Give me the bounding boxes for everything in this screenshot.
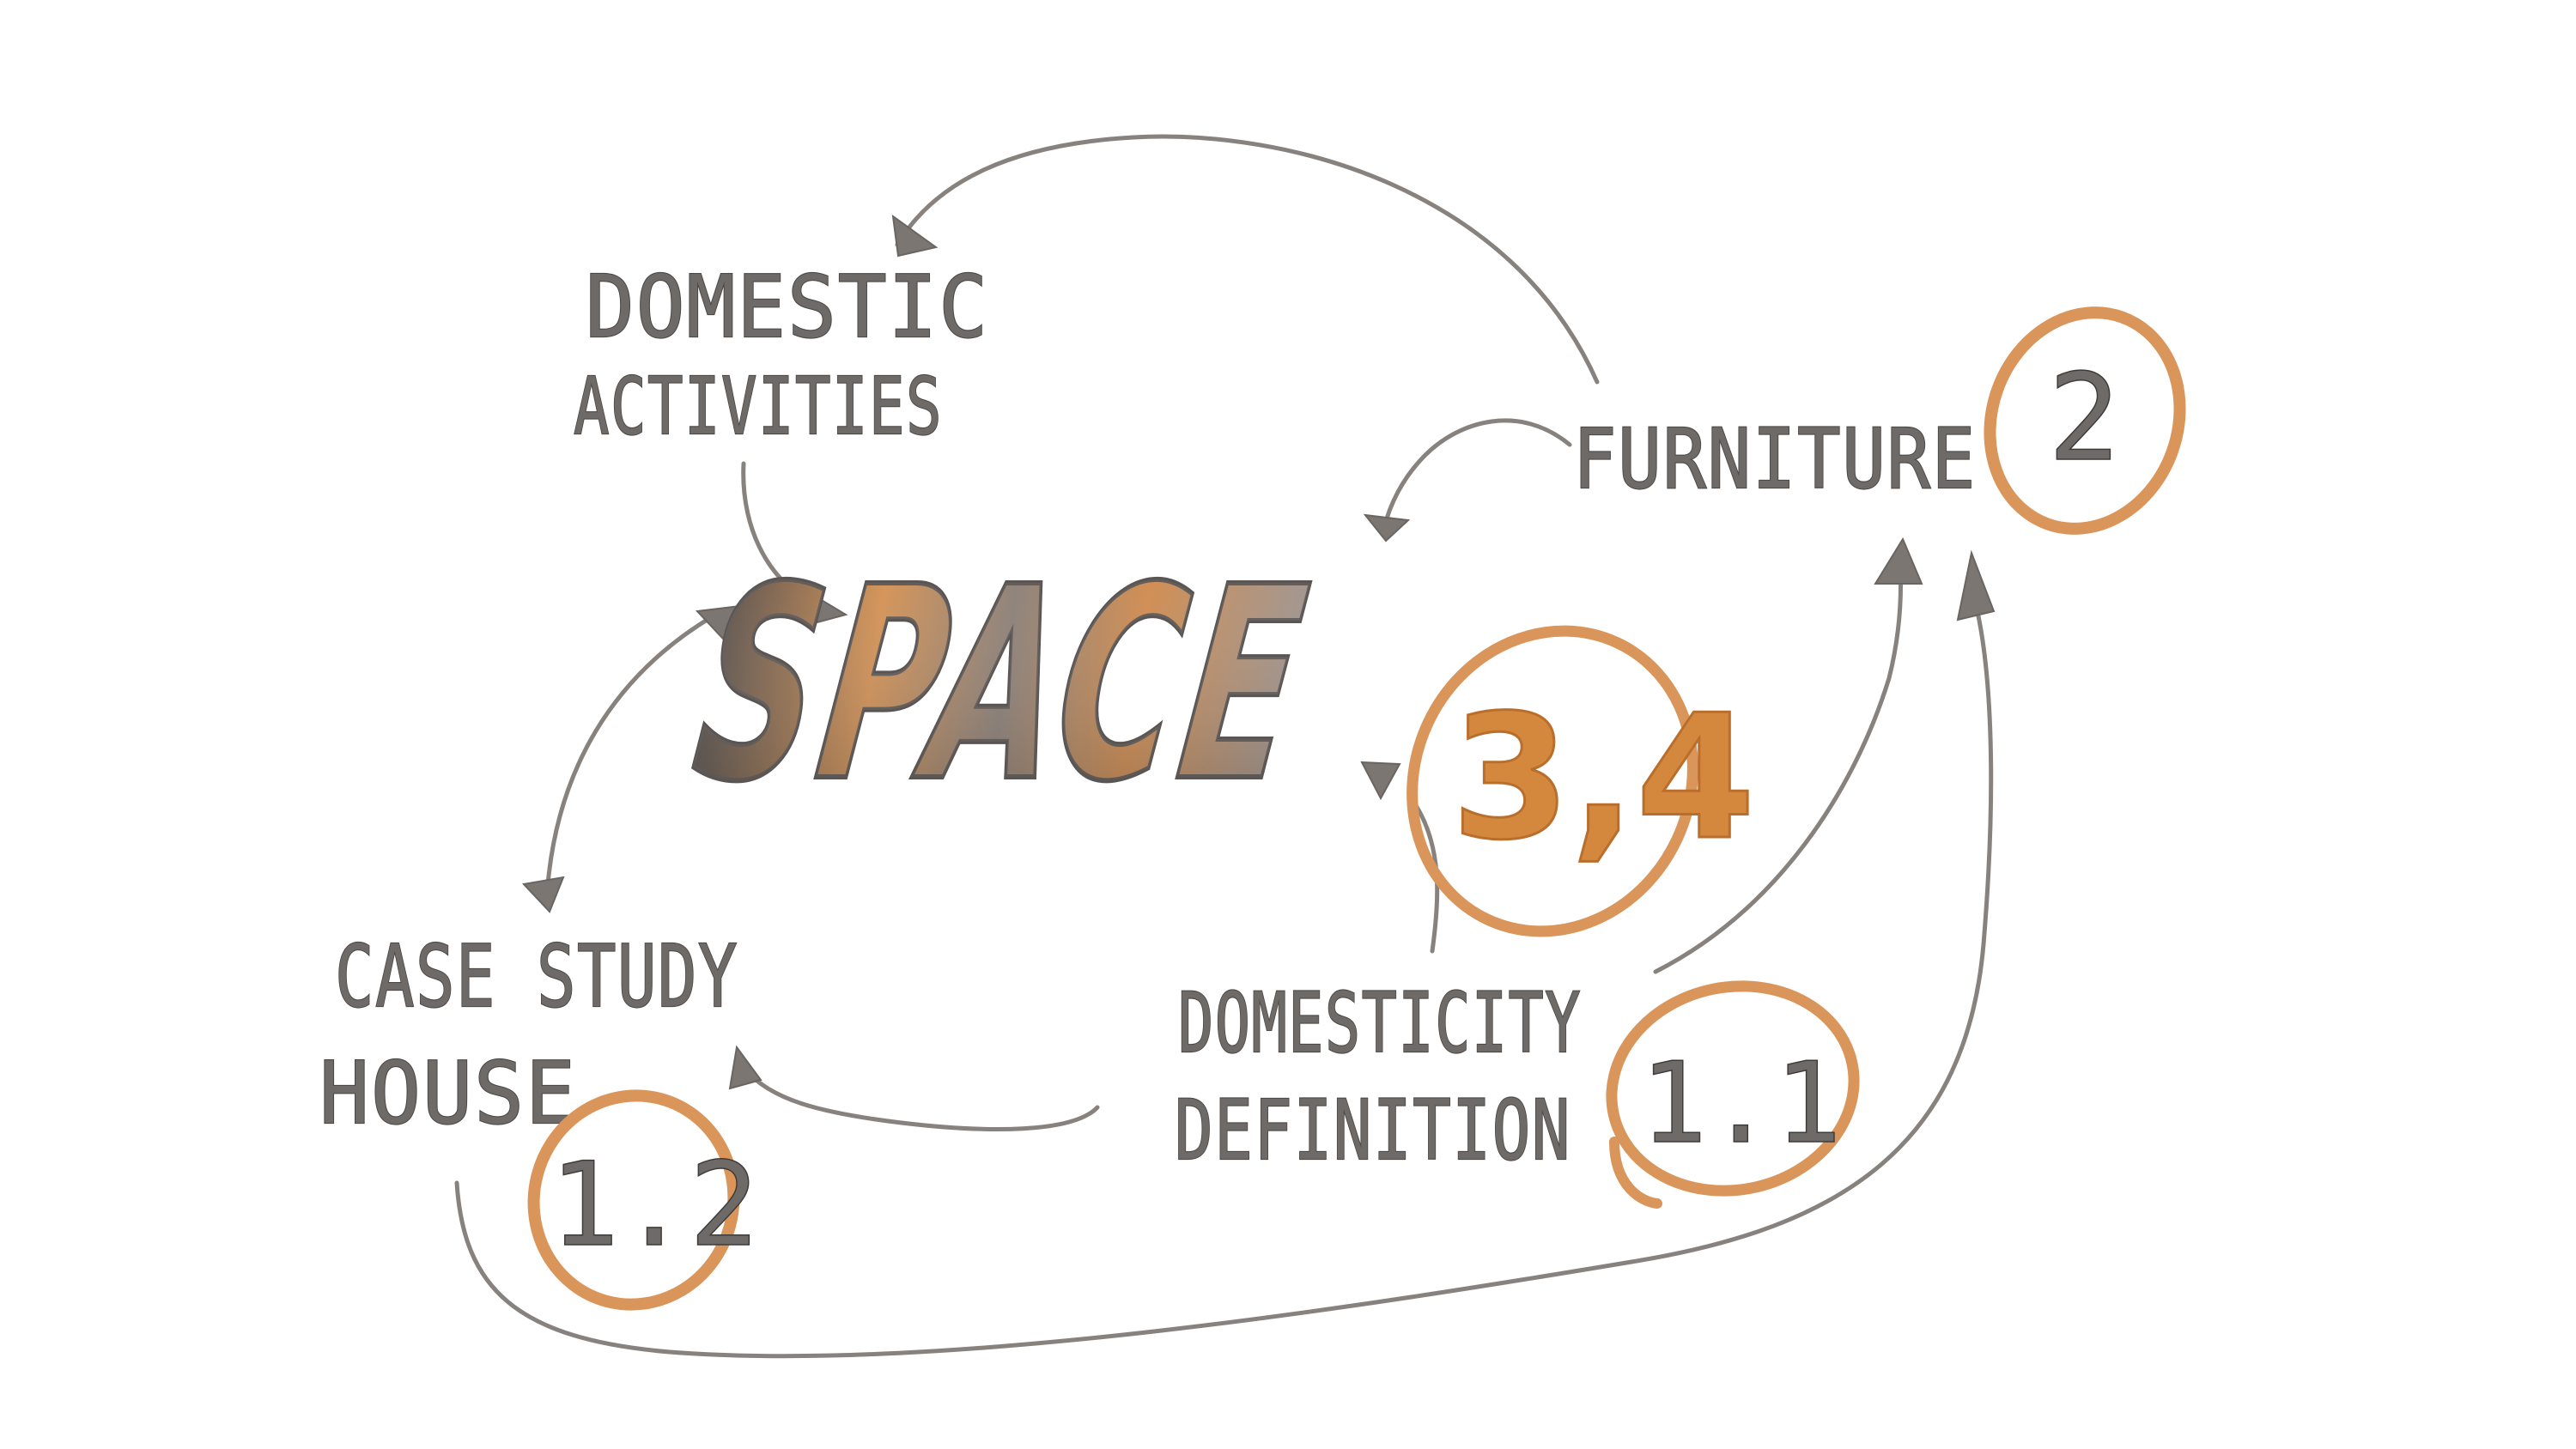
- arrowhead-icon: [810, 592, 848, 625]
- arrowhead-icon: [728, 1045, 762, 1090]
- arrow-furniture-to-space: [1382, 418, 1572, 530]
- badge-space: 3,4: [1406, 625, 1757, 937]
- node-label-line1: DOMESTIC: [586, 257, 989, 357]
- arrow-domesticity-definition-to-furniture: [1653, 547, 1904, 974]
- arrows-layer: [454, 134, 1996, 1359]
- badge-number: 3,4: [1451, 678, 1755, 878]
- node-label-line2: DEFINITION: [1175, 1082, 1571, 1179]
- arrow-domestic-activities-to-space: [741, 461, 834, 614]
- arrow-case-study-house-to-furniture: [454, 598, 1994, 1359]
- arrowhead-icon: [1956, 549, 1996, 621]
- node-space: SPACE SPACE: [677, 528, 1327, 842]
- node-label-line2: HOUSE: [319, 1043, 577, 1143]
- badge-ring: [1406, 625, 1698, 937]
- badge-ring: [1984, 306, 2186, 535]
- node-domesticity-definition: DOMESTICITY DEFINITION 1.1: [1174, 974, 1860, 1209]
- arrow-furniture-to-domestic-activities: [895, 134, 1600, 385]
- badge-number: 1.1: [1640, 1038, 1842, 1168]
- arrowhead-icon: [1360, 761, 1401, 801]
- badge-ring: [527, 1089, 740, 1311]
- node-label-line2: ACTIVITIES: [574, 361, 943, 452]
- arrowhead-icon: [1363, 513, 1411, 543]
- center-label: SPACE: [680, 530, 1325, 840]
- center-label-shade: SPACE: [680, 530, 1325, 840]
- node-label-line1: CASE STUDY: [335, 926, 738, 1027]
- arrowhead-icon: [695, 604, 742, 640]
- node-case-study-house: CASE STUDY HOUSE 1.2: [319, 925, 760, 1311]
- arrowhead-icon: [891, 214, 939, 258]
- badge-ring-tail: [1609, 1137, 1662, 1209]
- badge-ring: [1606, 980, 1860, 1197]
- node-label-line1: DOMESTICITY: [1178, 975, 1582, 1071]
- arrowhead-icon: [1874, 537, 1923, 585]
- badge-number: 2: [2048, 349, 2120, 488]
- badge-number: 1.2: [550, 1137, 759, 1272]
- arrow-case-study-house-to-space: [545, 614, 715, 887]
- arrowhead-icon: [522, 876, 565, 913]
- node-furniture: FURNITURE 2: [1572, 306, 2186, 535]
- node-domestic-activities: DOMESTIC ACTIVITIES: [573, 256, 989, 453]
- arrow-domesticity-definition-to-case-study-house: [746, 1070, 1100, 1131]
- node-label: FURNITURE: [1573, 411, 1977, 507]
